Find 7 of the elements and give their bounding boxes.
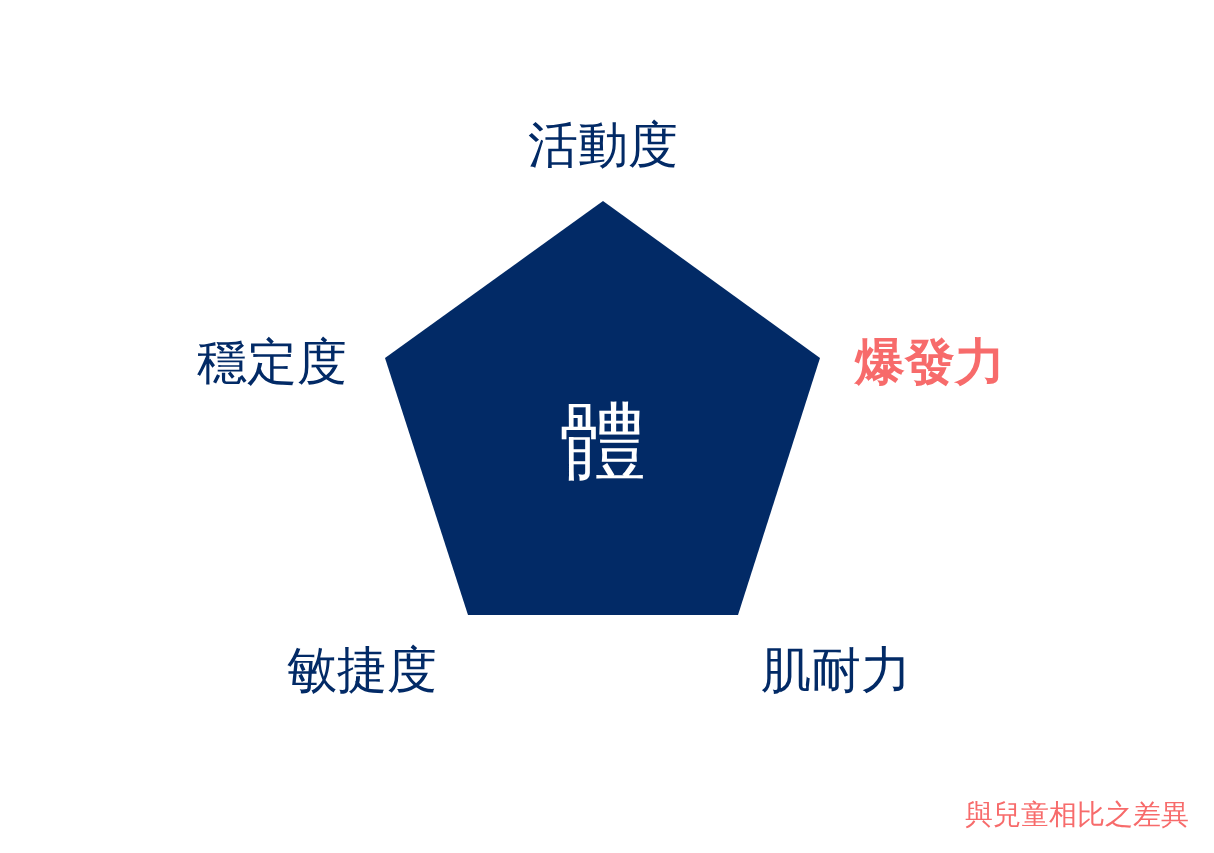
center-character: 體 [560, 393, 646, 489]
highlighted-axis-label: 爆發力 [855, 334, 1005, 390]
axis-label: 敏捷度 [287, 642, 437, 698]
note-text: 與兒童相比之差異 [965, 799, 1189, 831]
axis-label: 肌耐力 [761, 642, 911, 698]
axis-label: 活動度 [528, 117, 678, 173]
axis-label: 穩定度 [197, 334, 347, 390]
